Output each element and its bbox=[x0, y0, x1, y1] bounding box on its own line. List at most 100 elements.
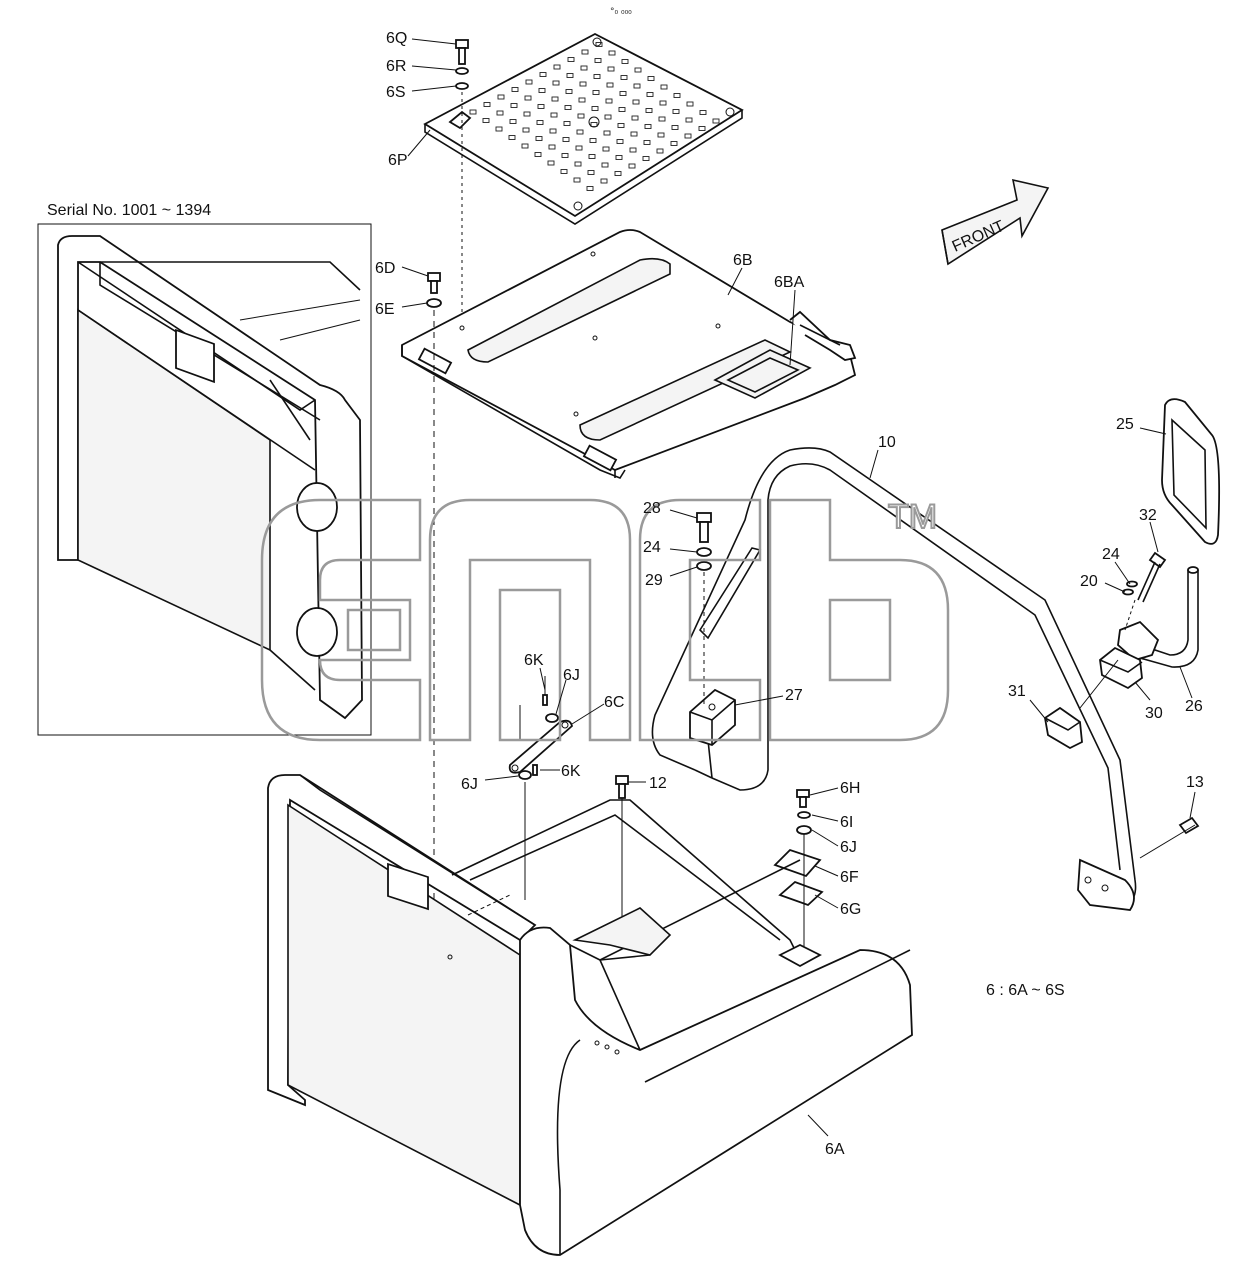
grille-slot bbox=[550, 112, 558, 118]
grille-slot bbox=[628, 163, 636, 169]
grille-slot bbox=[588, 154, 596, 159]
grille-slot bbox=[657, 132, 665, 138]
callout-32: 32 bbox=[1139, 507, 1157, 524]
handrail-10 bbox=[651, 447, 1137, 911]
callout-24a: 24 bbox=[643, 539, 661, 556]
grille-slot bbox=[600, 178, 608, 184]
grille-slot bbox=[620, 75, 628, 80]
grille-slot bbox=[575, 145, 583, 151]
grille-slot bbox=[592, 90, 600, 95]
grille-slot bbox=[586, 186, 594, 191]
grille-slot bbox=[552, 80, 560, 86]
grille-slot bbox=[616, 139, 624, 144]
grille-slot bbox=[660, 84, 668, 90]
grille-slot bbox=[672, 109, 680, 114]
callout-30: 30 bbox=[1145, 705, 1163, 722]
grille-slot bbox=[511, 87, 519, 92]
base-plate-6B bbox=[401, 229, 857, 479]
grille-slot bbox=[509, 119, 517, 124]
callout-6B: 6B bbox=[733, 252, 753, 269]
grille-slot bbox=[577, 113, 585, 119]
grille-slot bbox=[593, 74, 601, 79]
callout-12: 12 bbox=[649, 775, 667, 792]
range-note: 6 : 6A ~ 6S bbox=[986, 982, 1065, 999]
grille-slot bbox=[560, 169, 568, 174]
grille-slot bbox=[534, 152, 542, 157]
grille-slot bbox=[581, 49, 589, 55]
callout-10: 10 bbox=[878, 434, 896, 451]
grille-slot bbox=[631, 115, 639, 121]
grille-slot bbox=[580, 65, 588, 71]
grille-slot bbox=[547, 160, 555, 166]
grille-slot bbox=[553, 64, 561, 70]
grille-slot bbox=[601, 162, 609, 168]
leader-lines bbox=[401, 38, 1196, 1137]
bracket-31 bbox=[1044, 706, 1083, 750]
callout-6C: 6C bbox=[604, 694, 624, 711]
grille-slot bbox=[621, 59, 629, 64]
grille-slot bbox=[698, 126, 706, 131]
grille-slot bbox=[603, 130, 611, 136]
grille-slot bbox=[549, 128, 557, 134]
grille-slot bbox=[595, 42, 603, 47]
bolt-6H-set bbox=[773, 789, 824, 950]
inset-frame bbox=[37, 223, 372, 736]
grille-slot bbox=[567, 57, 575, 62]
block-27 bbox=[689, 688, 736, 747]
bracket-30 bbox=[1099, 646, 1143, 690]
callout-6G: 6G bbox=[840, 901, 861, 918]
grille-slot bbox=[614, 171, 622, 176]
bolt-6Q bbox=[455, 39, 469, 330]
grille-slot bbox=[566, 73, 574, 78]
inset-title: Serial No. 1001 ~ 1394 bbox=[47, 202, 211, 219]
grille-slot bbox=[645, 108, 653, 113]
seat-box-6A bbox=[267, 774, 913, 1256]
grille-slot bbox=[673, 93, 681, 98]
grille-slot bbox=[535, 136, 543, 141]
grille-slot bbox=[607, 66, 615, 72]
grille-slot bbox=[482, 118, 490, 123]
grille-slot bbox=[523, 111, 531, 117]
grille-slot bbox=[589, 138, 597, 143]
mirror-stay-26 bbox=[1117, 566, 1199, 668]
grille-slot bbox=[525, 79, 533, 85]
watermark-logo: TM bbox=[260, 497, 950, 742]
grille-slot bbox=[573, 177, 581, 183]
callout-29: 29 bbox=[645, 572, 663, 589]
grille-slot bbox=[469, 109, 477, 115]
grille-slot bbox=[576, 129, 584, 135]
callout-6I: 6I bbox=[840, 814, 853, 831]
grille-slot bbox=[647, 76, 655, 81]
callout-6P: 6P bbox=[388, 152, 408, 169]
grille-slot bbox=[551, 96, 559, 102]
grille-slot bbox=[615, 155, 623, 160]
callout-6K1: 6K bbox=[524, 652, 544, 669]
grille-slot bbox=[656, 148, 664, 154]
callout-6H: 6H bbox=[840, 780, 860, 797]
grille-slot bbox=[658, 116, 666, 122]
grille-slot bbox=[608, 50, 616, 56]
callout-labels: 6Q 6R 6S 6P 6D 6E 6B 6BA 10 25 28 24 29 … bbox=[375, 30, 1204, 1158]
grille-slot bbox=[538, 88, 546, 93]
grille-slot bbox=[606, 82, 614, 88]
grille-slot bbox=[629, 147, 637, 153]
grille-slot bbox=[521, 143, 529, 149]
grille-slot bbox=[483, 102, 491, 107]
grille-slot bbox=[563, 121, 571, 126]
bolt-6D bbox=[426, 272, 442, 950]
grille-slot bbox=[510, 103, 518, 108]
grille-slot bbox=[562, 137, 570, 142]
top-grille-6P bbox=[423, 32, 744, 225]
grille-slot bbox=[605, 98, 613, 104]
grille-slot bbox=[574, 161, 582, 167]
grille-slot bbox=[670, 141, 678, 146]
callout-6BA: 6BA bbox=[774, 274, 805, 291]
callout-28: 28 bbox=[643, 500, 661, 517]
callout-6S: 6S bbox=[386, 84, 406, 101]
watermark-mark: TM bbox=[888, 498, 937, 536]
grille-slot bbox=[684, 133, 692, 139]
serial-inset: Serial No. 1001 ~ 1394 bbox=[37, 202, 372, 736]
grille-slot bbox=[524, 95, 532, 101]
grille-slot bbox=[497, 94, 505, 100]
